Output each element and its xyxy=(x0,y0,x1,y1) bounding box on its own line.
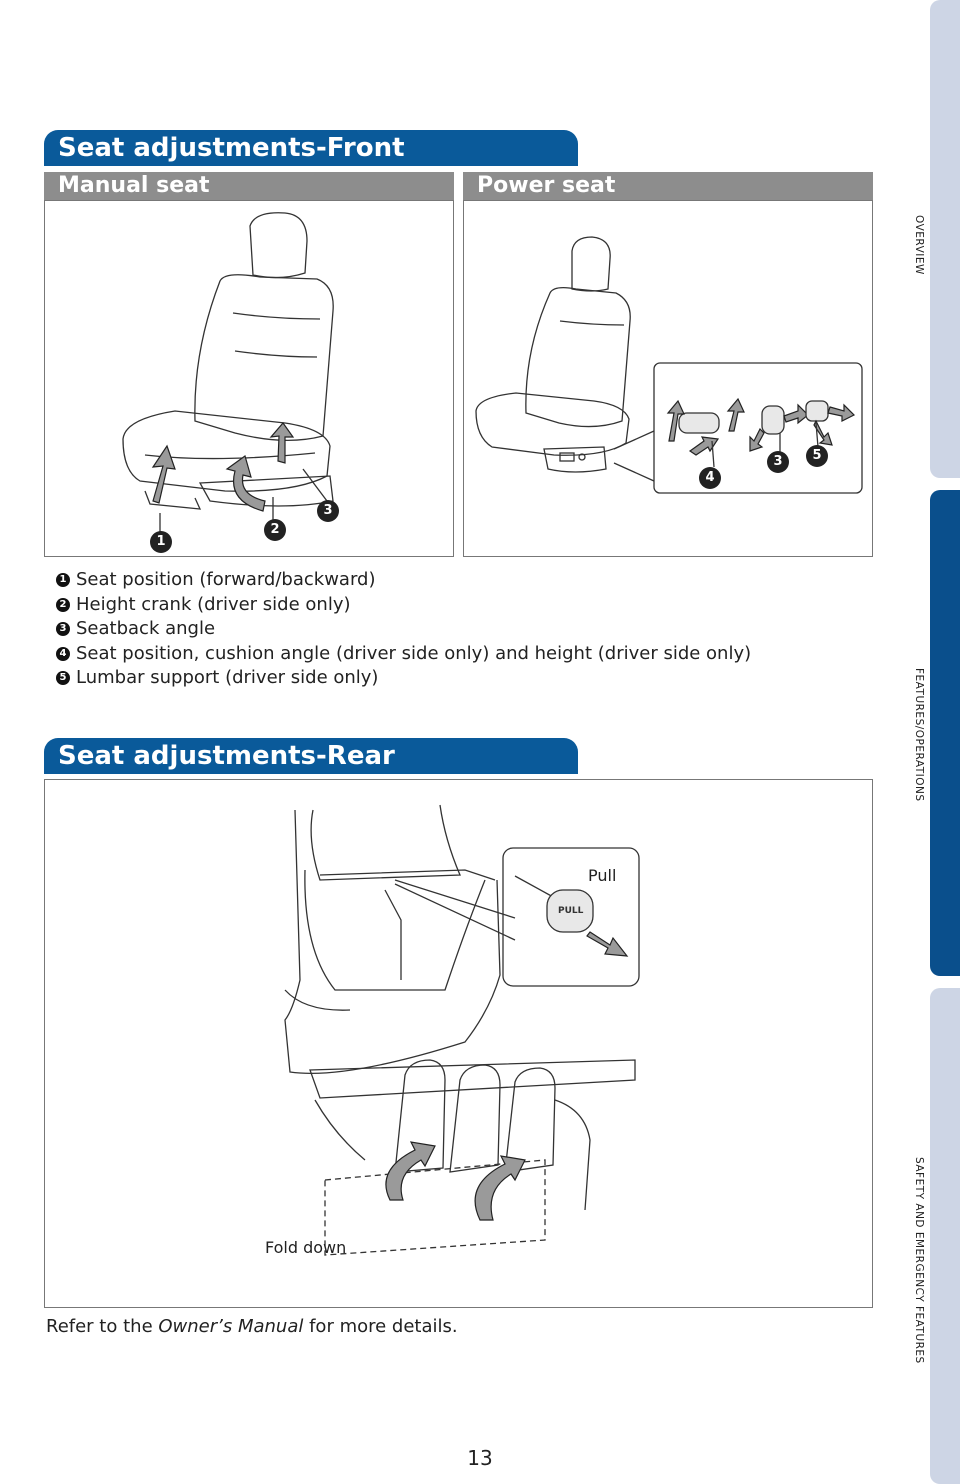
fold-down-label: Fold down xyxy=(265,1238,347,1257)
legend-text: Seat position, cushion angle (driver sid… xyxy=(76,642,752,664)
legend-item: 3 Seatback angle xyxy=(56,617,751,642)
power-seat-illustration xyxy=(475,236,863,494)
side-label-features-operations: FEATURES/OPERATIONS xyxy=(913,668,925,802)
power-seat-panel: 4 3 5 xyxy=(463,200,873,557)
legend-text: Seat position (forward/backward) xyxy=(76,569,376,590)
side-label-safety-emergency: SAFETY AND EMERGENCY FEATURES xyxy=(913,1156,925,1364)
legend-text: Lumbar support (driver side only) xyxy=(76,667,379,688)
callout-3: 3 xyxy=(317,500,339,522)
tab-overview[interactable] xyxy=(930,0,960,478)
tab-safety-emergency[interactable] xyxy=(930,988,960,1484)
rear-seat-panel: Pull PULL Fold down xyxy=(44,779,873,1308)
legend-text: Seatback angle xyxy=(76,618,216,639)
manual-seat-label: Manual seat xyxy=(44,172,454,200)
tab-features-operations[interactable] xyxy=(930,490,960,976)
callout-5: 5 xyxy=(806,445,828,467)
callout-3-power: 3 xyxy=(767,451,789,473)
callout-1: 1 xyxy=(150,531,172,553)
footer-prefix: Refer to the xyxy=(46,1316,159,1337)
legend-item: 2 Height crank (driver side only) xyxy=(56,593,751,618)
page-number: 13 xyxy=(467,1446,493,1470)
legend-number: 1 xyxy=(56,573,70,588)
callout-4: 4 xyxy=(699,467,721,489)
legend-number: 4 xyxy=(56,646,70,661)
front-legend: 1 Seat position (forward/backward) 2 Heigh… xyxy=(56,568,751,691)
rear-seat-illustration xyxy=(284,804,640,1256)
power-seat-label: Power seat xyxy=(463,172,873,200)
pull-label: Pull xyxy=(588,866,617,885)
legend-number: 2 xyxy=(56,597,70,612)
rear-section-title: Seat adjustments-Rear xyxy=(44,738,578,774)
legend-number: 5 xyxy=(56,671,70,686)
legend-item: 1 Seat position (forward/backward) xyxy=(56,568,751,593)
owners-manual-reference: Owner’s Manual xyxy=(158,1316,304,1337)
legend-item: 5 Lumbar support (driver side only) xyxy=(56,666,751,691)
manual-seat-illustration xyxy=(122,212,334,536)
front-section-title: Seat adjustments-Front xyxy=(44,130,578,166)
pull-knob-text: PULL xyxy=(558,906,584,916)
legend-number: 3 xyxy=(56,622,70,637)
legend-item: 4 Seat position, cushion angle (driver si… xyxy=(56,642,751,667)
footer-suffix: for more details. xyxy=(303,1316,458,1337)
legend-text: Height crank (driver side only) xyxy=(76,593,351,615)
manual-seat-panel: 1 2 3 xyxy=(44,200,454,557)
side-label-overview: OVERVIEW xyxy=(913,215,925,275)
callout-2: 2 xyxy=(264,519,286,541)
footer-note: Refer to the Owner’s Manual for more det… xyxy=(46,1316,458,1337)
